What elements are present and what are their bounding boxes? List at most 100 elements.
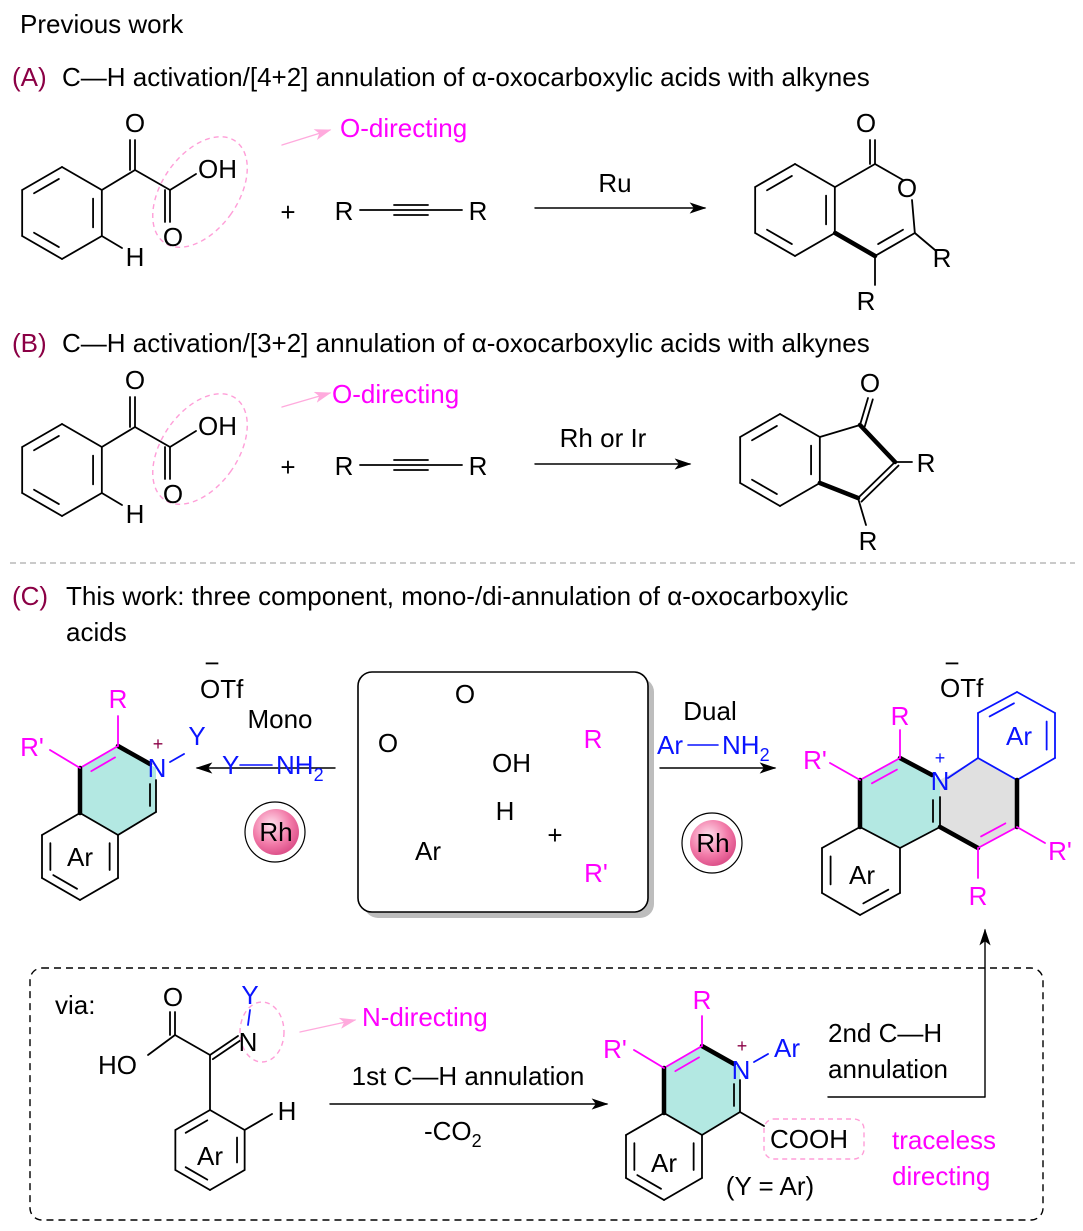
- atom-r: R: [109, 684, 128, 714]
- step1-label: 1st C—H annulation: [352, 1061, 585, 1091]
- bond: [663, 1177, 703, 1201]
- bond: [817, 480, 861, 501]
- bond: [100, 426, 136, 448]
- rh-catalyst-badge: Rh: [681, 812, 743, 874]
- atom-h: H: [126, 242, 145, 272]
- second-ring-fill: [940, 758, 1017, 848]
- step2-label-line1: 2nd C—H: [828, 1018, 942, 1048]
- bond: [184, 1166, 209, 1181]
- atom-r: R: [917, 448, 936, 478]
- co-text: -CO: [424, 1116, 472, 1146]
- bond: [625, 1112, 665, 1136]
- bond: [100, 235, 123, 249]
- atom-o: O: [163, 479, 183, 509]
- reagent-ar: Ar: [657, 730, 683, 760]
- bond: [21, 166, 63, 191]
- bond: [33, 488, 60, 505]
- bond: [41, 877, 81, 901]
- mono-label: Mono: [247, 704, 312, 734]
- bond: [21, 492, 63, 517]
- bond: [977, 826, 1018, 849]
- aryl-label: Ar: [197, 1141, 223, 1171]
- ring-highlights: [80, 746, 1017, 1135]
- bond: [766, 228, 793, 245]
- bond: [937, 824, 981, 851]
- scheme-b-label: (B): [12, 328, 47, 358]
- section-heading: Previous work: [20, 9, 184, 39]
- bond: [1016, 757, 1056, 781]
- dual-label: Dual: [683, 696, 736, 726]
- atom-r: R: [469, 196, 488, 226]
- bond: [61, 423, 103, 448]
- bond: [636, 1174, 662, 1190]
- bond: [857, 461, 896, 499]
- bond: [980, 822, 1007, 838]
- bond: [1016, 691, 1056, 714]
- atom-oh: OH: [198, 154, 237, 184]
- reaction-arrow: [281, 129, 332, 146]
- bond: [857, 422, 898, 465]
- bond: [794, 232, 836, 257]
- mechanism-box: [29, 967, 1044, 1221]
- aryl-label: Ar: [651, 1148, 677, 1178]
- subscript-2: 2: [760, 745, 770, 765]
- atom-o: O: [897, 173, 917, 203]
- atom-r-prime: R': [1048, 836, 1072, 866]
- bond: [33, 231, 60, 248]
- bond: [897, 755, 935, 778]
- traceless-label: traceless: [892, 1125, 996, 1155]
- bond: [49, 749, 81, 769]
- bond: [41, 812, 81, 836]
- plus-sign: +: [547, 820, 562, 850]
- scheme-a-title: C—H activation/[4+2] annulation of α-oxo…: [62, 62, 870, 92]
- atom-n: N: [931, 766, 950, 796]
- bond: [899, 826, 941, 849]
- directing-group-highlight: [152, 393, 248, 505]
- plus-charge: +: [737, 1036, 748, 1056]
- atom-r: R: [969, 881, 988, 911]
- bond: [871, 768, 898, 785]
- bond: [21, 423, 63, 448]
- plus-charge: +: [153, 734, 164, 754]
- bond: [857, 497, 867, 526]
- pyridinium-ring-fill: [860, 758, 940, 848]
- atom-o: O: [163, 222, 183, 252]
- atom-r-prime: R': [603, 1034, 627, 1064]
- bond: [701, 1111, 741, 1136]
- minus-charge: −: [204, 648, 219, 678]
- bond: [977, 691, 1018, 714]
- reaction-arrow: [299, 1017, 357, 1033]
- subscript-2: 2: [472, 1131, 482, 1151]
- bond: [829, 762, 861, 781]
- catalyst-rh-ir: Rh or Ir: [560, 423, 647, 453]
- triflate-counterion: OTf: [940, 673, 984, 703]
- atom-n: N: [148, 753, 167, 783]
- atom-h: H: [126, 499, 145, 529]
- bond: [90, 756, 116, 773]
- bond: [818, 424, 861, 438]
- bond: [117, 811, 157, 836]
- bond: [115, 743, 153, 767]
- atom-r: R: [857, 286, 876, 316]
- bond: [753, 1053, 769, 1063]
- bond: [184, 1119, 209, 1134]
- atom-o: O: [378, 728, 398, 758]
- bond: [33, 178, 60, 195]
- bond: [52, 874, 78, 890]
- rh-label: Rh: [696, 828, 729, 858]
- atom-o: O: [125, 365, 145, 395]
- atom-r: R: [933, 243, 952, 273]
- bond: [21, 235, 63, 260]
- bond: [779, 413, 821, 438]
- atom-r: R: [584, 724, 603, 754]
- bond: [174, 1169, 211, 1191]
- bond: [947, 757, 979, 779]
- bond: [859, 826, 901, 849]
- bond: [877, 228, 904, 245]
- bond: [860, 464, 900, 503]
- plus-sign: +: [280, 197, 295, 227]
- bond: [169, 173, 197, 191]
- bond: [209, 1035, 239, 1056]
- directing-group-highlight: [152, 136, 248, 248]
